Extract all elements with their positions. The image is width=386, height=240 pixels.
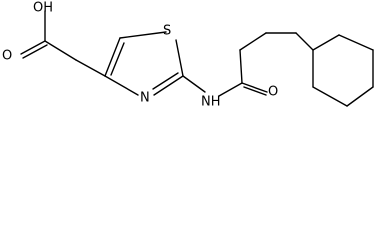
bond-c4-c5-inner — [110, 42, 125, 76]
bond-c2-nh — [182, 75, 206, 93]
bond-cy-1 — [312, 34, 340, 51]
bond-co-double-a — [20, 40, 46, 55]
ring-nitrogen-label: N — [140, 91, 150, 106]
bond-cy-4 — [346, 86, 374, 107]
hydroxyl-label: OH — [33, 1, 53, 16]
amide-nh-label: NH — [201, 95, 221, 110]
bond-c2-n3-inner — [152, 72, 179, 90]
bond-carbonyl-ch2 — [239, 49, 243, 84]
bond-cy-5 — [312, 86, 348, 107]
bond-co-double-b — [22, 44, 48, 59]
chemical-structure: OH O S N NH O — [2, 1, 374, 110]
thiazole-ring: S N — [104, 24, 184, 106]
amide-group: NH O — [182, 49, 278, 110]
carboxyl-oxygen-label: O — [2, 49, 12, 64]
bond-n3-c4 — [104, 75, 139, 96]
cyclohexane-ring — [312, 34, 374, 107]
sulfur-label: S — [163, 24, 171, 39]
bond-c4-c5 — [104, 37, 121, 77]
amide-oxygen-label: O — [268, 85, 278, 100]
propyl-chain — [239, 32, 314, 51]
bond-c2-n3 — [153, 75, 184, 96]
bond-carboxyl-ch2 — [44, 40, 77, 61]
bond-nh-carbonyl — [218, 82, 243, 97]
bond-carbonyl-o-b — [243, 86, 267, 96]
bond-ch2-ring — [75, 59, 106, 77]
bond-carbonyl-o-a — [241, 82, 268, 93]
carboxylic-acid-group: OH O — [2, 1, 106, 77]
bond-chain-1 — [239, 32, 267, 51]
bond-chain-3 — [295, 32, 314, 51]
bond-c5-s — [119, 31, 167, 39]
bond-cy-2 — [338, 34, 374, 51]
bond-s-c2 — [175, 39, 184, 77]
